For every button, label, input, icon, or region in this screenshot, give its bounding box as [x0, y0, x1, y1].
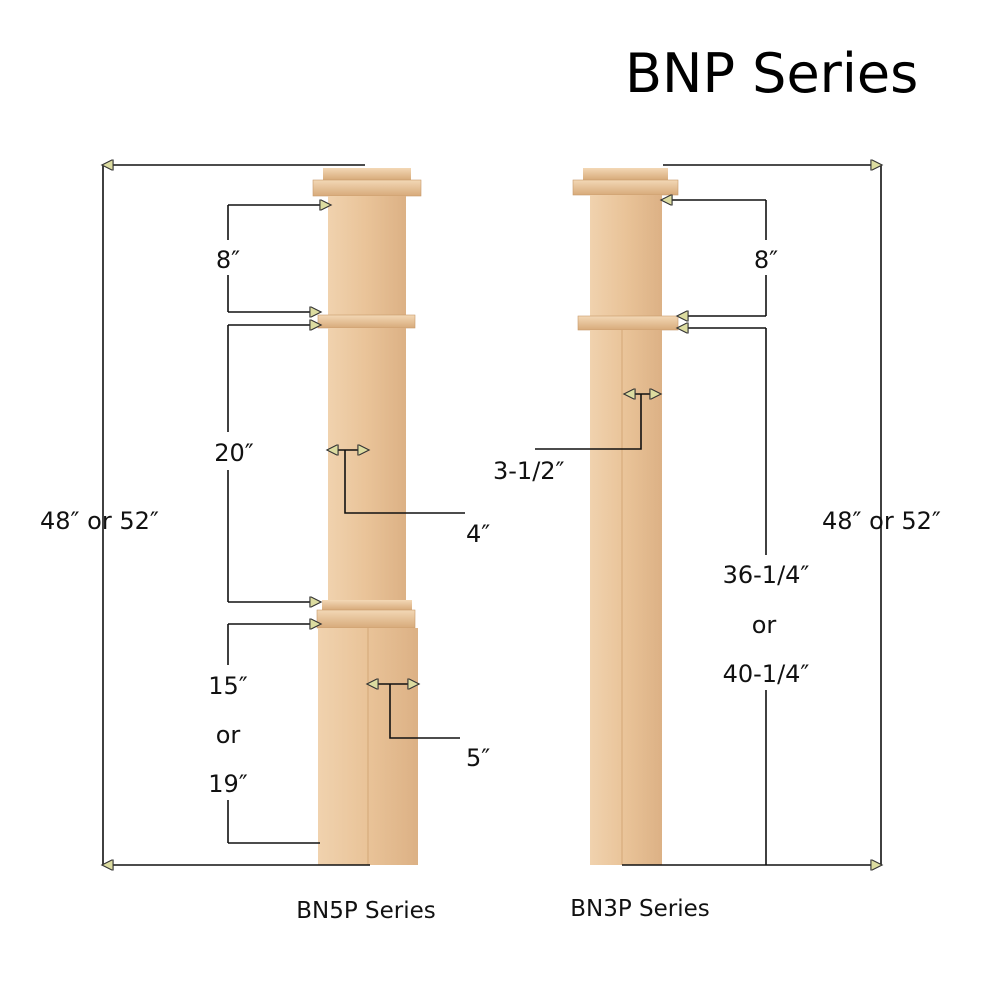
- bn5p-post-image: [312, 168, 422, 865]
- bn3p-post-image: [572, 168, 679, 865]
- bn5p-base-width-label: 5″: [466, 744, 490, 772]
- bn5p-top-section-label: 8″: [216, 246, 240, 274]
- bn5p-shaft-width-label: 4″: [466, 520, 490, 548]
- right-dimension-lines: [535, 165, 881, 865]
- bn5p-middle-section-label: 20″: [214, 439, 254, 467]
- bn3p-overall-height-label: 48″ or 52″: [822, 507, 941, 535]
- bn3p-lower-section-alt: 40-1/4″: [723, 660, 810, 688]
- bn5p-lower-section-or: or: [216, 721, 241, 749]
- bn3p-top-section-label: 8″: [754, 246, 778, 274]
- left-dimension-lines: [103, 165, 465, 865]
- bn3p-lower-section-label: 36-1/4″: [723, 561, 810, 589]
- bn3p-shaft-width-label: 3-1/2″: [493, 457, 565, 485]
- bn5p-overall-height-label: 48″ or 52″: [40, 507, 159, 535]
- bn5p-lower-section-alt: 19″: [208, 770, 248, 798]
- bn5p-lower-section-label: 15″: [208, 672, 248, 700]
- bn5p-caption: BN5P Series: [296, 898, 436, 924]
- bn3p-lower-section-or: or: [752, 611, 777, 639]
- bn3p-caption: BN3P Series: [570, 896, 710, 922]
- page-title: BNP Series: [625, 42, 918, 105]
